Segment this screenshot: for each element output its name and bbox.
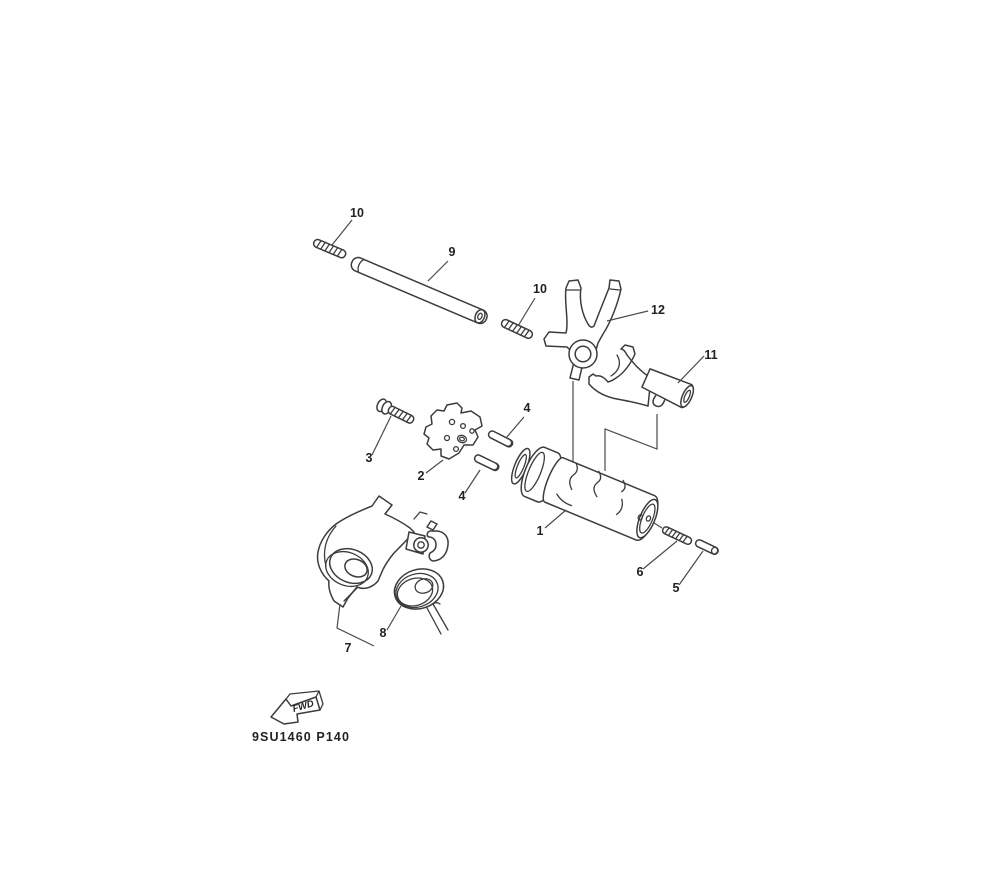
- screw-6: [661, 526, 693, 545]
- cam-segment-2: [423, 402, 483, 460]
- callout-10-middle: 10: [533, 282, 547, 296]
- callout-4-lower: 4: [459, 489, 466, 503]
- callout-labels: 10 9 10 12 11 4 3 2 4 1 6 5 8 7: [345, 206, 718, 655]
- dowel-pin-4-lower: [473, 454, 500, 472]
- leader-lines: [331, 219, 705, 647]
- callout-9: 9: [449, 245, 456, 259]
- shift-cam-1: [510, 446, 659, 542]
- callout-10-upper-left: 10: [350, 206, 364, 220]
- callout-11: 11: [704, 348, 717, 362]
- bolt-3: [376, 398, 415, 424]
- dowel-pin-4-upper: [487, 430, 514, 448]
- callout-4-upper: 4: [524, 401, 531, 415]
- shift-fork-12: [543, 279, 622, 381]
- callout-3: 3: [366, 451, 373, 465]
- fwd-arrow: FWD: [270, 690, 324, 725]
- callout-5: 5: [673, 581, 680, 595]
- callout-7: 7: [345, 641, 352, 655]
- pin-5: [694, 539, 719, 556]
- callout-2: 2: [418, 469, 425, 483]
- screw-10-middle: [500, 318, 534, 340]
- callout-1: 1: [537, 524, 544, 538]
- callout-6: 6: [637, 565, 644, 579]
- fork-guide-bar-9: [350, 256, 488, 325]
- callout-12: 12: [651, 303, 665, 317]
- callout-8: 8: [380, 626, 387, 640]
- screw-10-upper-left: [312, 238, 347, 259]
- shift-fork-11: [588, 344, 695, 409]
- torsion-spring-8: [393, 568, 449, 635]
- stopper-lever-7: [316, 495, 449, 608]
- drawing-code: 9SU1460 P140: [252, 730, 350, 744]
